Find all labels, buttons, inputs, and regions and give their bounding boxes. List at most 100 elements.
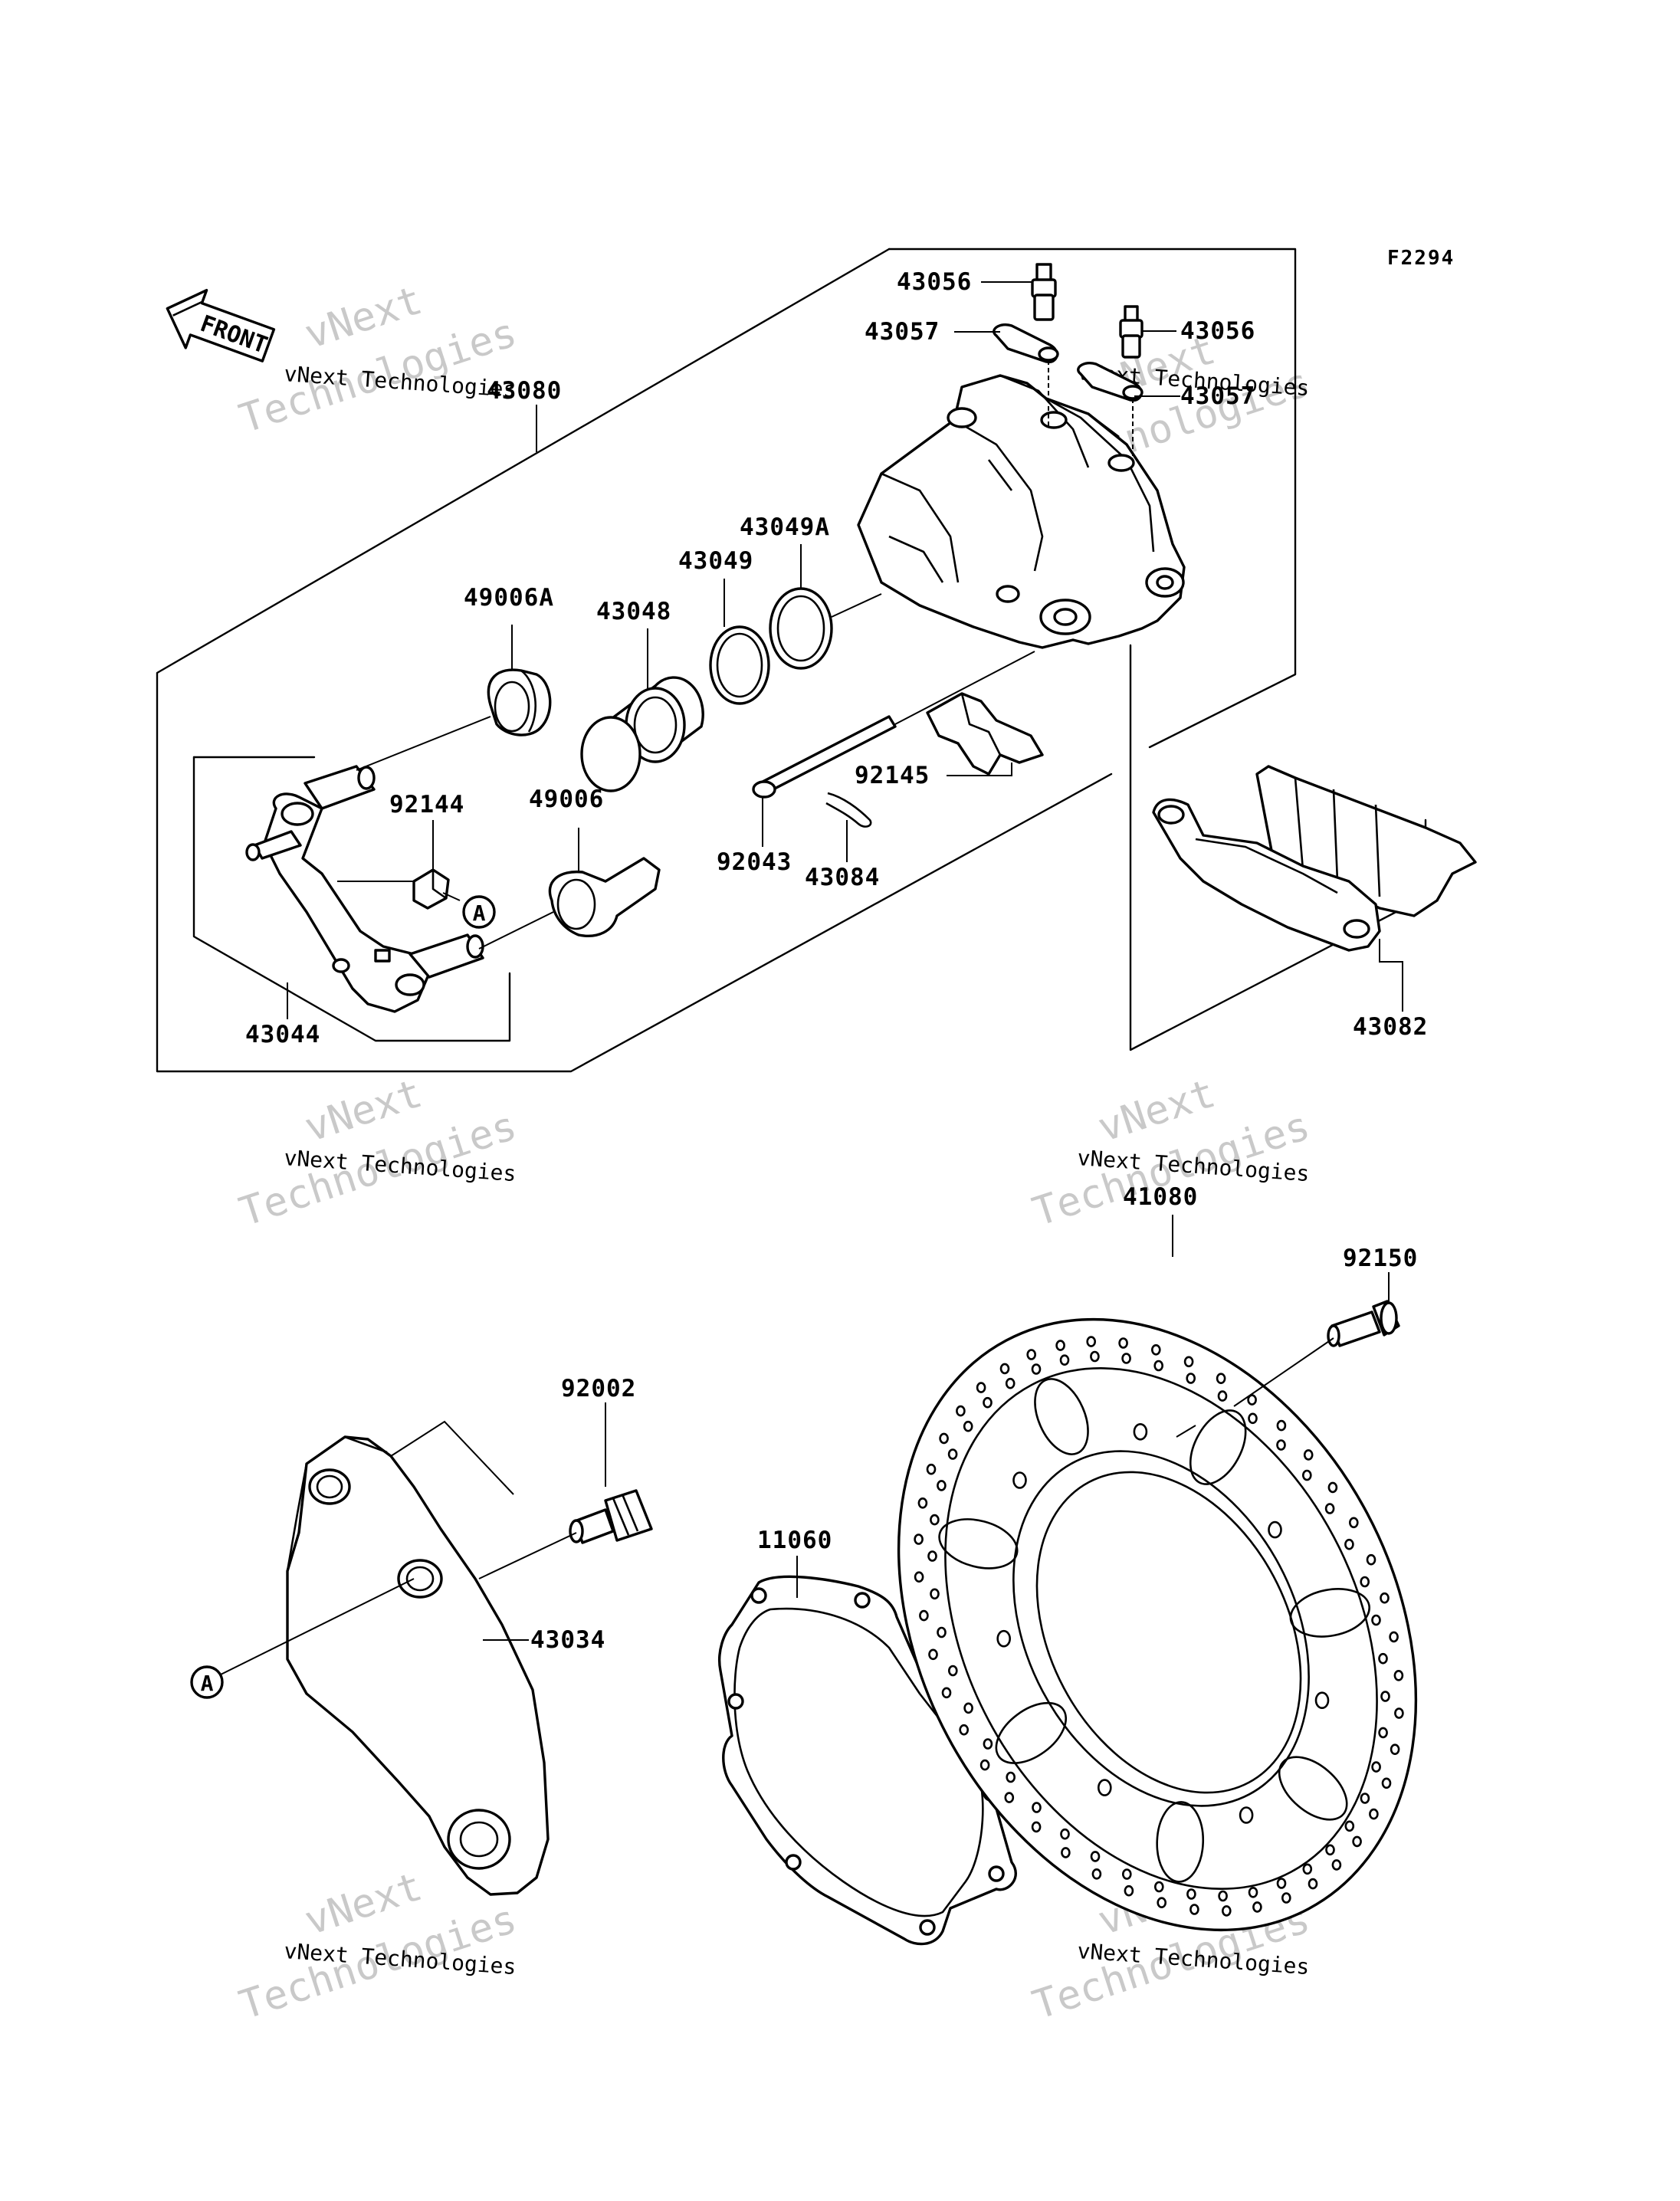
part-label-92150: 92150 xyxy=(1343,1245,1418,1272)
disc-bolt-hole xyxy=(1012,1471,1027,1489)
disc-drill-hole xyxy=(1248,1412,1258,1425)
disc-bolt-hole xyxy=(1239,1806,1254,1824)
part-label-49006: 49006 xyxy=(529,786,604,813)
disc-drill-hole xyxy=(1216,1373,1226,1384)
disc-bolt-holes xyxy=(996,1423,1330,1824)
caliper-bracket-43044 xyxy=(245,765,484,1013)
part-label-92002: 92002 xyxy=(561,1375,636,1402)
disc-drill-hole xyxy=(1186,1373,1196,1384)
part-label-43056-lower: 43056 xyxy=(1180,317,1255,345)
disc-drill-hole xyxy=(1378,1652,1388,1665)
callout-a-lower: A xyxy=(190,1665,224,1699)
disc-drill-hole xyxy=(1090,1851,1101,1862)
disc-drill-hole xyxy=(914,1533,924,1545)
disc-drill-hole xyxy=(959,1724,969,1736)
dust-seal-43049 xyxy=(709,625,770,705)
disc-bolt-hole xyxy=(1314,1691,1330,1709)
disc-drill-hole xyxy=(1360,1576,1370,1588)
disc-drill-hole xyxy=(1389,1631,1399,1643)
disc-drill-hole xyxy=(1086,1336,1096,1347)
disc-drill-hole xyxy=(937,1480,947,1491)
disc-drill-hole xyxy=(1394,1707,1404,1719)
disc-drill-hole xyxy=(1118,1337,1128,1349)
disc-drill-hole xyxy=(1151,1344,1161,1356)
leader-lines xyxy=(220,281,1403,1675)
disc-drill-hole xyxy=(937,1626,947,1638)
bleeder-valve-upper xyxy=(1031,263,1057,321)
disc-drill-hole xyxy=(1371,1761,1381,1773)
part-label-43056-upper: 43056 xyxy=(897,268,972,296)
disc-drill-hole xyxy=(1378,1727,1388,1739)
disc-drill-hole xyxy=(1324,1503,1335,1514)
callout-letter: A xyxy=(201,1671,214,1696)
pad-retainer-92144 xyxy=(412,868,450,910)
callout-a-upper: A xyxy=(462,895,496,929)
figure-code: F2294 xyxy=(1387,247,1455,270)
disc-drill-hole xyxy=(1308,1878,1318,1890)
disc-drill-hole xyxy=(1352,1835,1362,1848)
disc-drill-hole xyxy=(1393,1670,1404,1681)
disc-drill-hole xyxy=(927,1550,937,1562)
part-label-43057-upper: 43057 xyxy=(865,318,940,346)
disc-drill-hole xyxy=(1390,1743,1400,1755)
disc-drill-hole xyxy=(963,1420,973,1432)
disc-drill-hole xyxy=(1124,1884,1134,1897)
disc-drill-hole xyxy=(919,1609,929,1622)
disc-drill-hole xyxy=(1059,1354,1070,1366)
disc-hub-window xyxy=(1289,1588,1370,1638)
r-clip-43084 xyxy=(825,792,872,828)
disc-drill-hole xyxy=(1032,1802,1042,1813)
disc-drill-hole xyxy=(1360,1793,1370,1804)
part-label-41080: 41080 xyxy=(1123,1183,1198,1211)
brake-pad-rear xyxy=(1152,798,1381,952)
disc-drill-hole xyxy=(930,1588,940,1600)
disc-drill-hole xyxy=(1004,1792,1015,1803)
watermark-top-left: vNext Technologies vNext Technologies xyxy=(234,277,522,442)
front-arrow-icon: FRONT xyxy=(166,288,276,362)
disc-drill-hole xyxy=(983,1396,993,1409)
disc-drill-hole xyxy=(1344,1820,1355,1832)
disc-hub-window xyxy=(1156,1801,1205,1883)
part-label-49006a: 49006A xyxy=(464,584,554,612)
disc-drill-hole xyxy=(1380,1592,1390,1604)
disc-drill-hole xyxy=(1189,1904,1199,1915)
disc-drill-hole xyxy=(1121,1353,1131,1364)
pad-pin-92043 xyxy=(752,715,897,799)
disc-bolt-hole xyxy=(1133,1423,1148,1441)
watermark-mid-right: vNext Technologies vNext Technologies xyxy=(1027,1071,1315,1235)
disc-drill-hole xyxy=(1381,1777,1392,1789)
disc-drill-hole xyxy=(1183,1356,1194,1368)
disc-drill-hole xyxy=(1248,1887,1258,1898)
watermark-mid-left: vNext Technologies vNext Technologies xyxy=(234,1071,522,1235)
part-label-43048: 43048 xyxy=(596,598,671,625)
watermark-bottom-left: vNext Technologies vNext Technologies xyxy=(234,1864,522,2029)
disc-drill-hole xyxy=(1252,1901,1262,1913)
callout-letter: A xyxy=(473,900,486,926)
disc-drill-hole xyxy=(1331,1859,1342,1871)
disc-drill-hole xyxy=(1349,1517,1359,1529)
caliper-bracket-43034 xyxy=(286,1435,550,1896)
disc-hub-windows xyxy=(938,1378,1370,1883)
part-label-43080: 43080 xyxy=(487,377,562,405)
disc-drill-hole xyxy=(1186,1888,1196,1900)
disc-hub-window xyxy=(938,1518,1019,1570)
disc-hub-window xyxy=(1278,1756,1348,1821)
disc-drill-hole xyxy=(1276,1878,1287,1889)
disc-drill-hole xyxy=(1371,1614,1381,1626)
part-label-92144: 92144 xyxy=(389,791,464,818)
disc-drill-hole xyxy=(1031,1821,1042,1833)
boot-49006 xyxy=(548,857,661,937)
disc-drill-holes xyxy=(914,1336,1404,1917)
disc-drill-hole xyxy=(914,1571,924,1583)
disc-drill-hole xyxy=(1380,1691,1390,1702)
disc-drill-hole xyxy=(1061,1847,1071,1858)
part-label-92145: 92145 xyxy=(855,762,930,789)
disc-drill-hole xyxy=(1302,1469,1312,1481)
disc-drill-hole xyxy=(1060,1828,1070,1840)
disc-drill-hole xyxy=(979,1759,990,1771)
disc-drill-hole xyxy=(1366,1553,1376,1566)
disc-bolt-hole xyxy=(1268,1520,1282,1539)
disc-drill-hole xyxy=(1153,1360,1163,1372)
disc-drill-hole xyxy=(1154,1881,1164,1893)
piston-43048 xyxy=(580,676,704,792)
